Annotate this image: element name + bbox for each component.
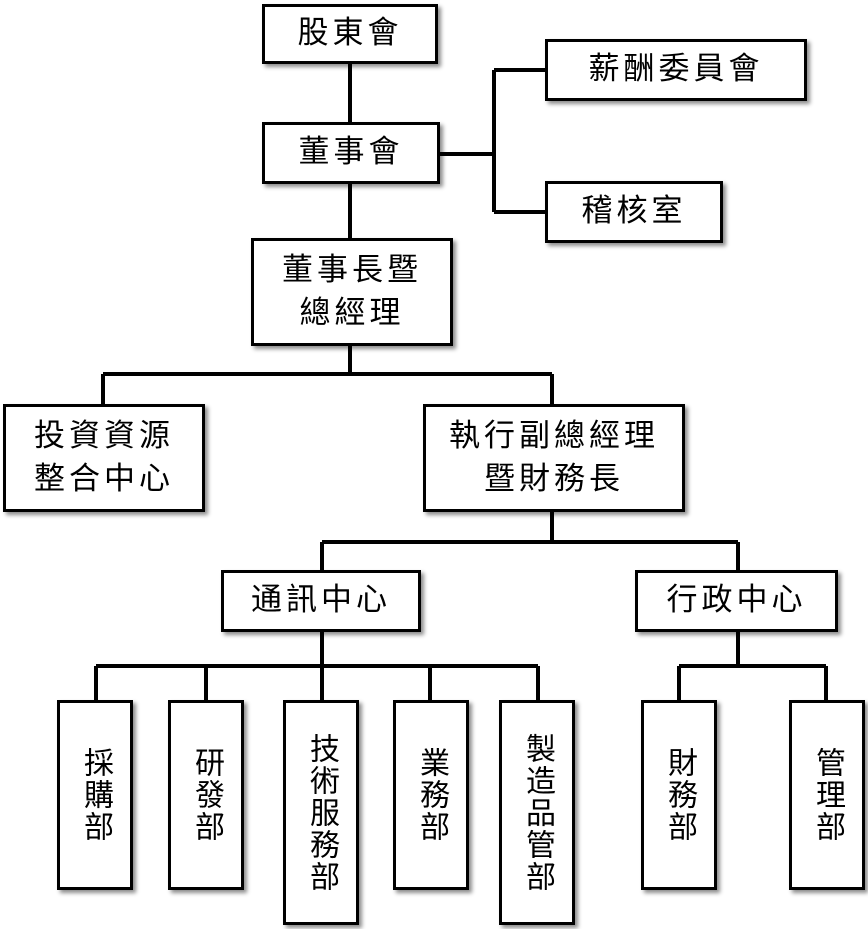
admin-center-label: 行政中心 [666, 582, 807, 619]
investment-center-label-line1: 投資資源 [34, 417, 174, 454]
chairman-gm-box: 董事長暨 總經理 [251, 238, 453, 346]
purchasing-dept-box: 採購部 [57, 700, 133, 890]
tech-service-dept-box: 技術服務部 [283, 700, 359, 925]
communication-center-box: 通訊中心 [221, 570, 421, 632]
evp-cfo-box: 執行副總經理 暨財務長 [423, 404, 685, 512]
communication-center-label: 通訊中心 [251, 582, 391, 619]
finance-dept-box: 財務部 [641, 700, 717, 890]
rnd-dept-label: 研發部 [189, 747, 224, 843]
qa-dept-label: 製造品管部 [520, 732, 555, 893]
chairman-gm-label-line2: 總經理 [299, 295, 405, 331]
qa-dept-box: 製造品管部 [499, 700, 575, 925]
audit-office-label: 稽核室 [581, 193, 687, 230]
tech-service-dept-label: 技術服務部 [304, 732, 339, 893]
sales-dept-label: 業務部 [414, 747, 449, 843]
finance-dept-label: 財務部 [662, 747, 697, 843]
evp-cfo-label-line2: 暨財務長 [484, 461, 624, 497]
investment-center-label-line2: 整合中心 [34, 461, 174, 497]
rnd-dept-box: 研發部 [168, 700, 244, 890]
sales-dept-box: 業務部 [393, 700, 469, 890]
management-dept-label: 管理部 [810, 747, 845, 843]
chairman-gm-label-line1: 董事長暨 [282, 251, 422, 288]
board-of-directors-box: 董事會 [262, 122, 440, 184]
purchasing-dept-label: 採購部 [78, 747, 113, 843]
board-of-directors-label: 董事會 [298, 134, 404, 171]
management-dept-box: 管理部 [789, 700, 865, 890]
shareholders-meeting-label: 股東會 [297, 15, 403, 52]
admin-center-box: 行政中心 [635, 570, 838, 632]
compensation-committee-label: 薪酬委員會 [588, 51, 764, 88]
shareholders-meeting-box: 股東會 [262, 4, 438, 64]
investment-center-box: 投資資源 整合中心 [3, 404, 205, 512]
compensation-committee-box: 薪酬委員會 [545, 39, 807, 101]
evp-cfo-label-line1: 執行副總經理 [449, 417, 659, 454]
audit-office-box: 稽核室 [545, 181, 723, 243]
